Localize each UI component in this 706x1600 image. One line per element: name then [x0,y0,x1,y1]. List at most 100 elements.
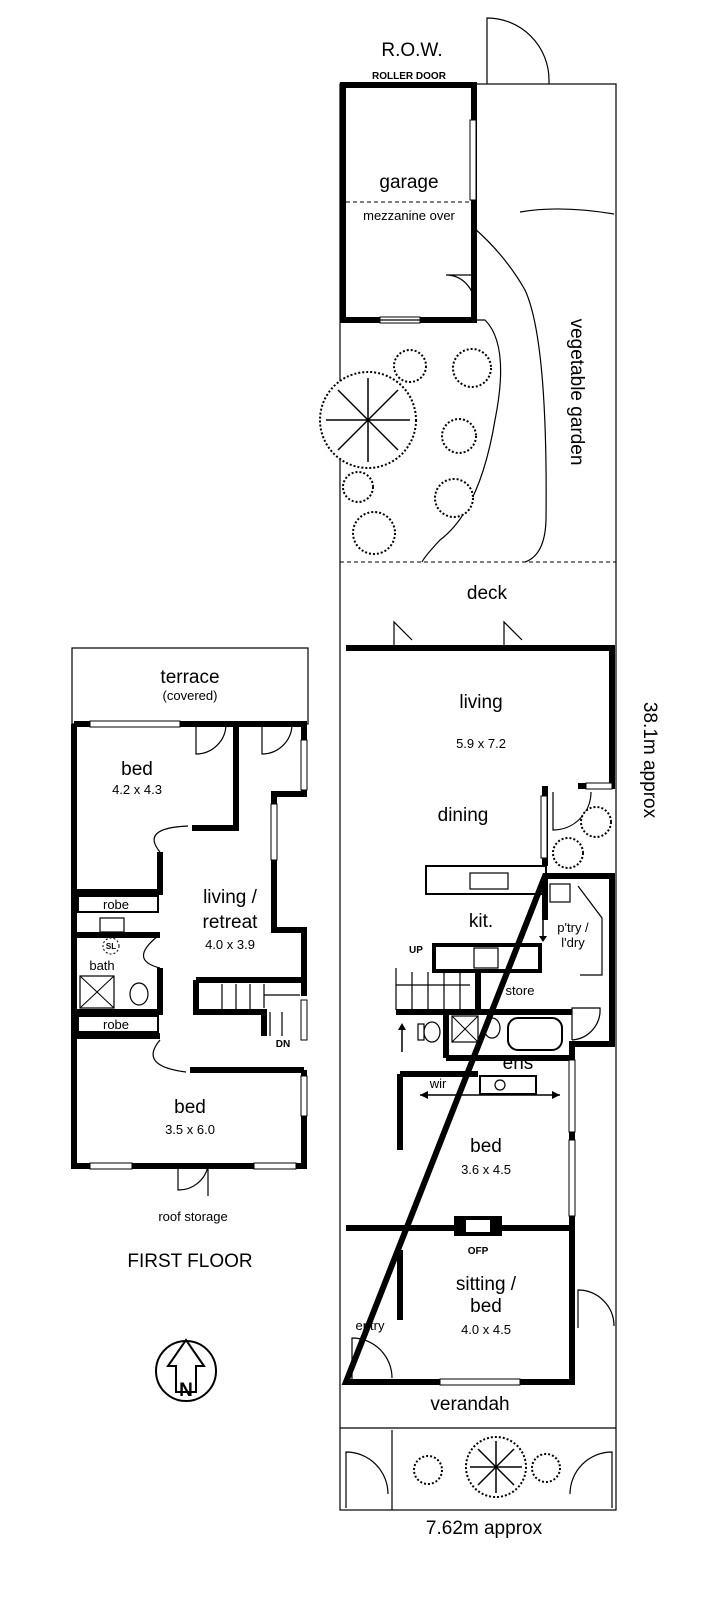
living-window [270,803,278,861]
ground-floor [319,17,617,1511]
ensuite-wall [443,1012,572,1061]
first-floor-title: FIRST FLOOR [127,1251,252,1272]
toilet-icon [129,982,149,1006]
robe-box [77,895,159,913]
rear-door-left [393,620,413,648]
courtyard-top-window [585,782,613,790]
mezzanine-label: mezzanine over [363,208,455,223]
shrub-icon [580,806,612,838]
retreat-label-2: retreat [203,912,259,933]
bed2-door [152,1039,187,1073]
garage-label: garage [379,172,438,193]
living-terrace-door [261,723,293,755]
entry-label: entry [356,1318,385,1333]
laundry-box [549,883,571,903]
vanity-icon [479,1075,537,1095]
sitting-label-2: bed [470,1296,502,1317]
dn-label: DN [276,1039,290,1050]
site-boundary [339,83,617,1511]
front-gate-left [345,1451,389,1508]
vanity-icon [99,917,125,933]
bed-dim: 3.6 x 4.5 [461,1162,511,1177]
bed-window [568,1059,576,1133]
deck-label: deck [467,583,508,604]
pantry-arrow-head [539,936,547,942]
shrub-icon [452,348,492,388]
shower-icon [79,975,115,1009]
bath-wall [74,932,163,1015]
garden-path-top [519,208,615,215]
stair-bottom-door [571,1007,601,1041]
garden-path-right [473,227,547,563]
wir-wall [397,1071,478,1150]
robe-box [77,1015,159,1033]
retreat-label-1: living / [203,887,258,908]
stair-wall [193,977,304,1036]
front-gate-right [569,1451,613,1508]
shrub-icon [441,418,477,454]
bed-window [568,1139,576,1217]
stair-window [300,999,308,1041]
skylight-icon [102,937,120,955]
robe1-label: robe [103,897,129,912]
bed-door [153,825,189,853]
shrub-icon [393,349,427,383]
shrub-icon [531,1453,561,1483]
pantry-label-1: p'try / [557,920,589,935]
ens-label: ens [503,1053,534,1074]
bed-label: bed [470,1136,502,1157]
toilet-cistern-icon [417,1023,425,1041]
bed1-label: bed [121,759,153,780]
bed2-bottom-window [89,1162,133,1170]
compass-north-label: N [179,1380,193,1401]
up-arrow-head [398,1023,406,1030]
garden-path-left [343,319,502,563]
living-label: living [459,692,502,713]
roof-storage-door [177,1165,209,1191]
bed2-dim: 3.5 x 6.0 [165,1122,215,1137]
pantry-label-2: l'dry [561,935,585,950]
roof-storage-label: roof storage [158,1209,227,1224]
stair-lines [221,984,300,1036]
garden-planting [319,348,492,555]
dining-label: dining [438,805,489,826]
verandah-label: verandah [430,1394,509,1415]
side-gate [577,1289,615,1328]
bath-door [142,935,161,969]
bed-terrace-door [195,723,227,755]
kitchen-island [432,943,542,973]
vegetable-garden-label: vegetable garden [566,319,587,466]
shrub-icon [342,471,374,503]
courtyard-window [540,795,548,859]
bed2-label: bed [174,1097,206,1118]
bed-top-window [89,720,181,728]
living-dim: 5.9 x 7.2 [456,736,506,751]
retreat-dim: 4.0 x 3.9 [205,937,255,952]
bed2-window [300,1075,308,1117]
shower-icon [451,1015,479,1043]
robe-wall [74,852,163,895]
north-compass: N [155,1338,217,1402]
store-label: store [506,983,535,998]
ofp-label: OFP [468,1246,489,1257]
stair-lines [395,968,470,1010]
toilet-icon [423,1021,441,1043]
first-floor [71,647,309,1196]
garage-side-door [445,274,475,304]
cooktop-icon [473,947,499,969]
pantry-bench [577,885,603,976]
wir-label: wir [429,1076,447,1091]
garage-side-window [469,119,477,201]
terrace-note: (covered) [163,688,218,703]
sitting-label-1: sitting / [456,1274,517,1295]
shrub-icon [352,511,396,555]
basin-icon [494,1079,506,1091]
sink-icon [469,872,509,890]
rear-door-right [503,620,523,648]
bed1-dim: 4.2 x 4.3 [112,782,162,797]
row-gate [486,17,550,84]
shrub-icon [434,478,474,518]
labels: R.O.W. ROLLER DOOR garage mezzanine over… [89,40,660,1539]
up-label: UP [409,945,423,956]
